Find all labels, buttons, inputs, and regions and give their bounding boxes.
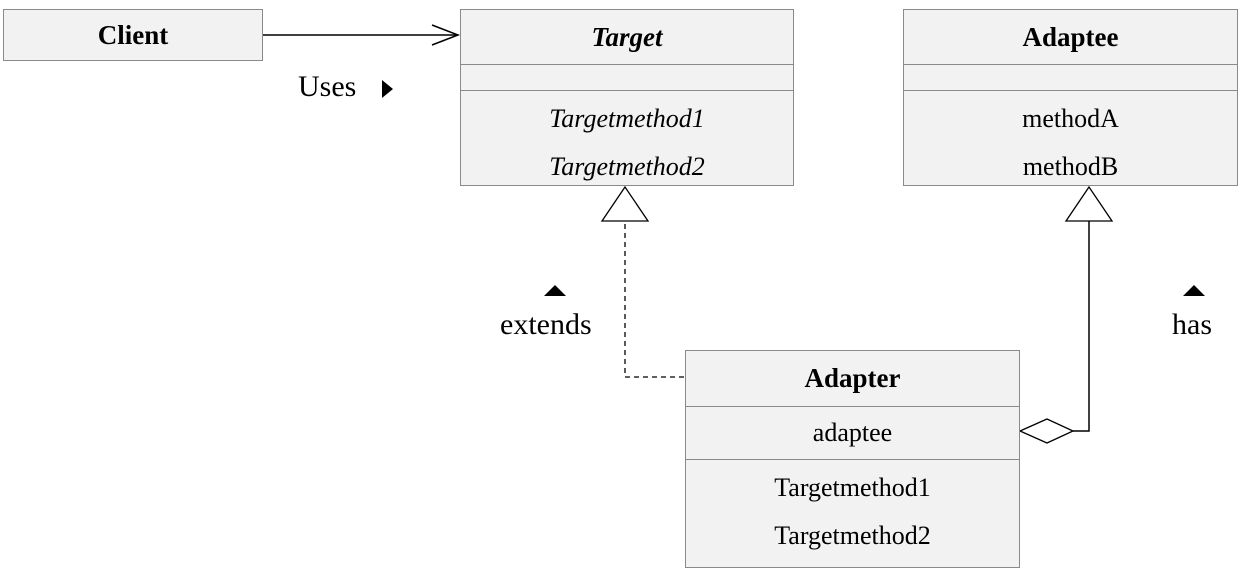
adapter-methods: Targetmethod1 Targetmethod2 [686, 459, 1019, 560]
has-direction-triangle-icon [1183, 285, 1205, 296]
adaptee-method: methodA [1022, 104, 1119, 133]
has-aggregation [1018, 185, 1114, 444]
extends-direction-triangle-icon [544, 285, 566, 296]
uses-label: Uses [298, 70, 357, 103]
target-class-name: Target [591, 21, 663, 52]
adapter-attribute: adaptee [686, 406, 1019, 459]
extends-label: extends [500, 308, 592, 341]
has-label: has [1172, 308, 1212, 341]
uses-direction-triangle-icon [382, 80, 393, 98]
adapter-class[interactable]: Adapter adaptee Targetmethod1 Targetmeth… [685, 350, 1020, 568]
adaptee-class[interactable]: Adaptee methodA methodB [903, 9, 1238, 186]
target-attributes [461, 64, 793, 90]
adaptee-methods: methodA methodB [904, 90, 1237, 185]
adaptee-class-name: Adaptee [1022, 21, 1119, 52]
target-methods: Targetmethod1 Targetmethod2 [461, 90, 793, 185]
extends-realization [600, 185, 684, 378]
adapter-method: Targetmethod1 [774, 473, 931, 502]
target-method: Targetmethod2 [549, 152, 705, 181]
adaptee-method: methodB [1022, 152, 1119, 181]
target-method: Targetmethod1 [549, 104, 705, 133]
client-class-name: Client [97, 19, 169, 50]
uses-association [263, 24, 461, 46]
adapter-method: Targetmethod2 [774, 521, 931, 550]
adaptee-attributes [904, 64, 1237, 90]
target-class[interactable]: Target Targetmethod1 Targetmethod2 [460, 9, 794, 186]
adapter-class-name: Adapter [804, 363, 901, 393]
client-class[interactable]: Client [3, 9, 263, 61]
